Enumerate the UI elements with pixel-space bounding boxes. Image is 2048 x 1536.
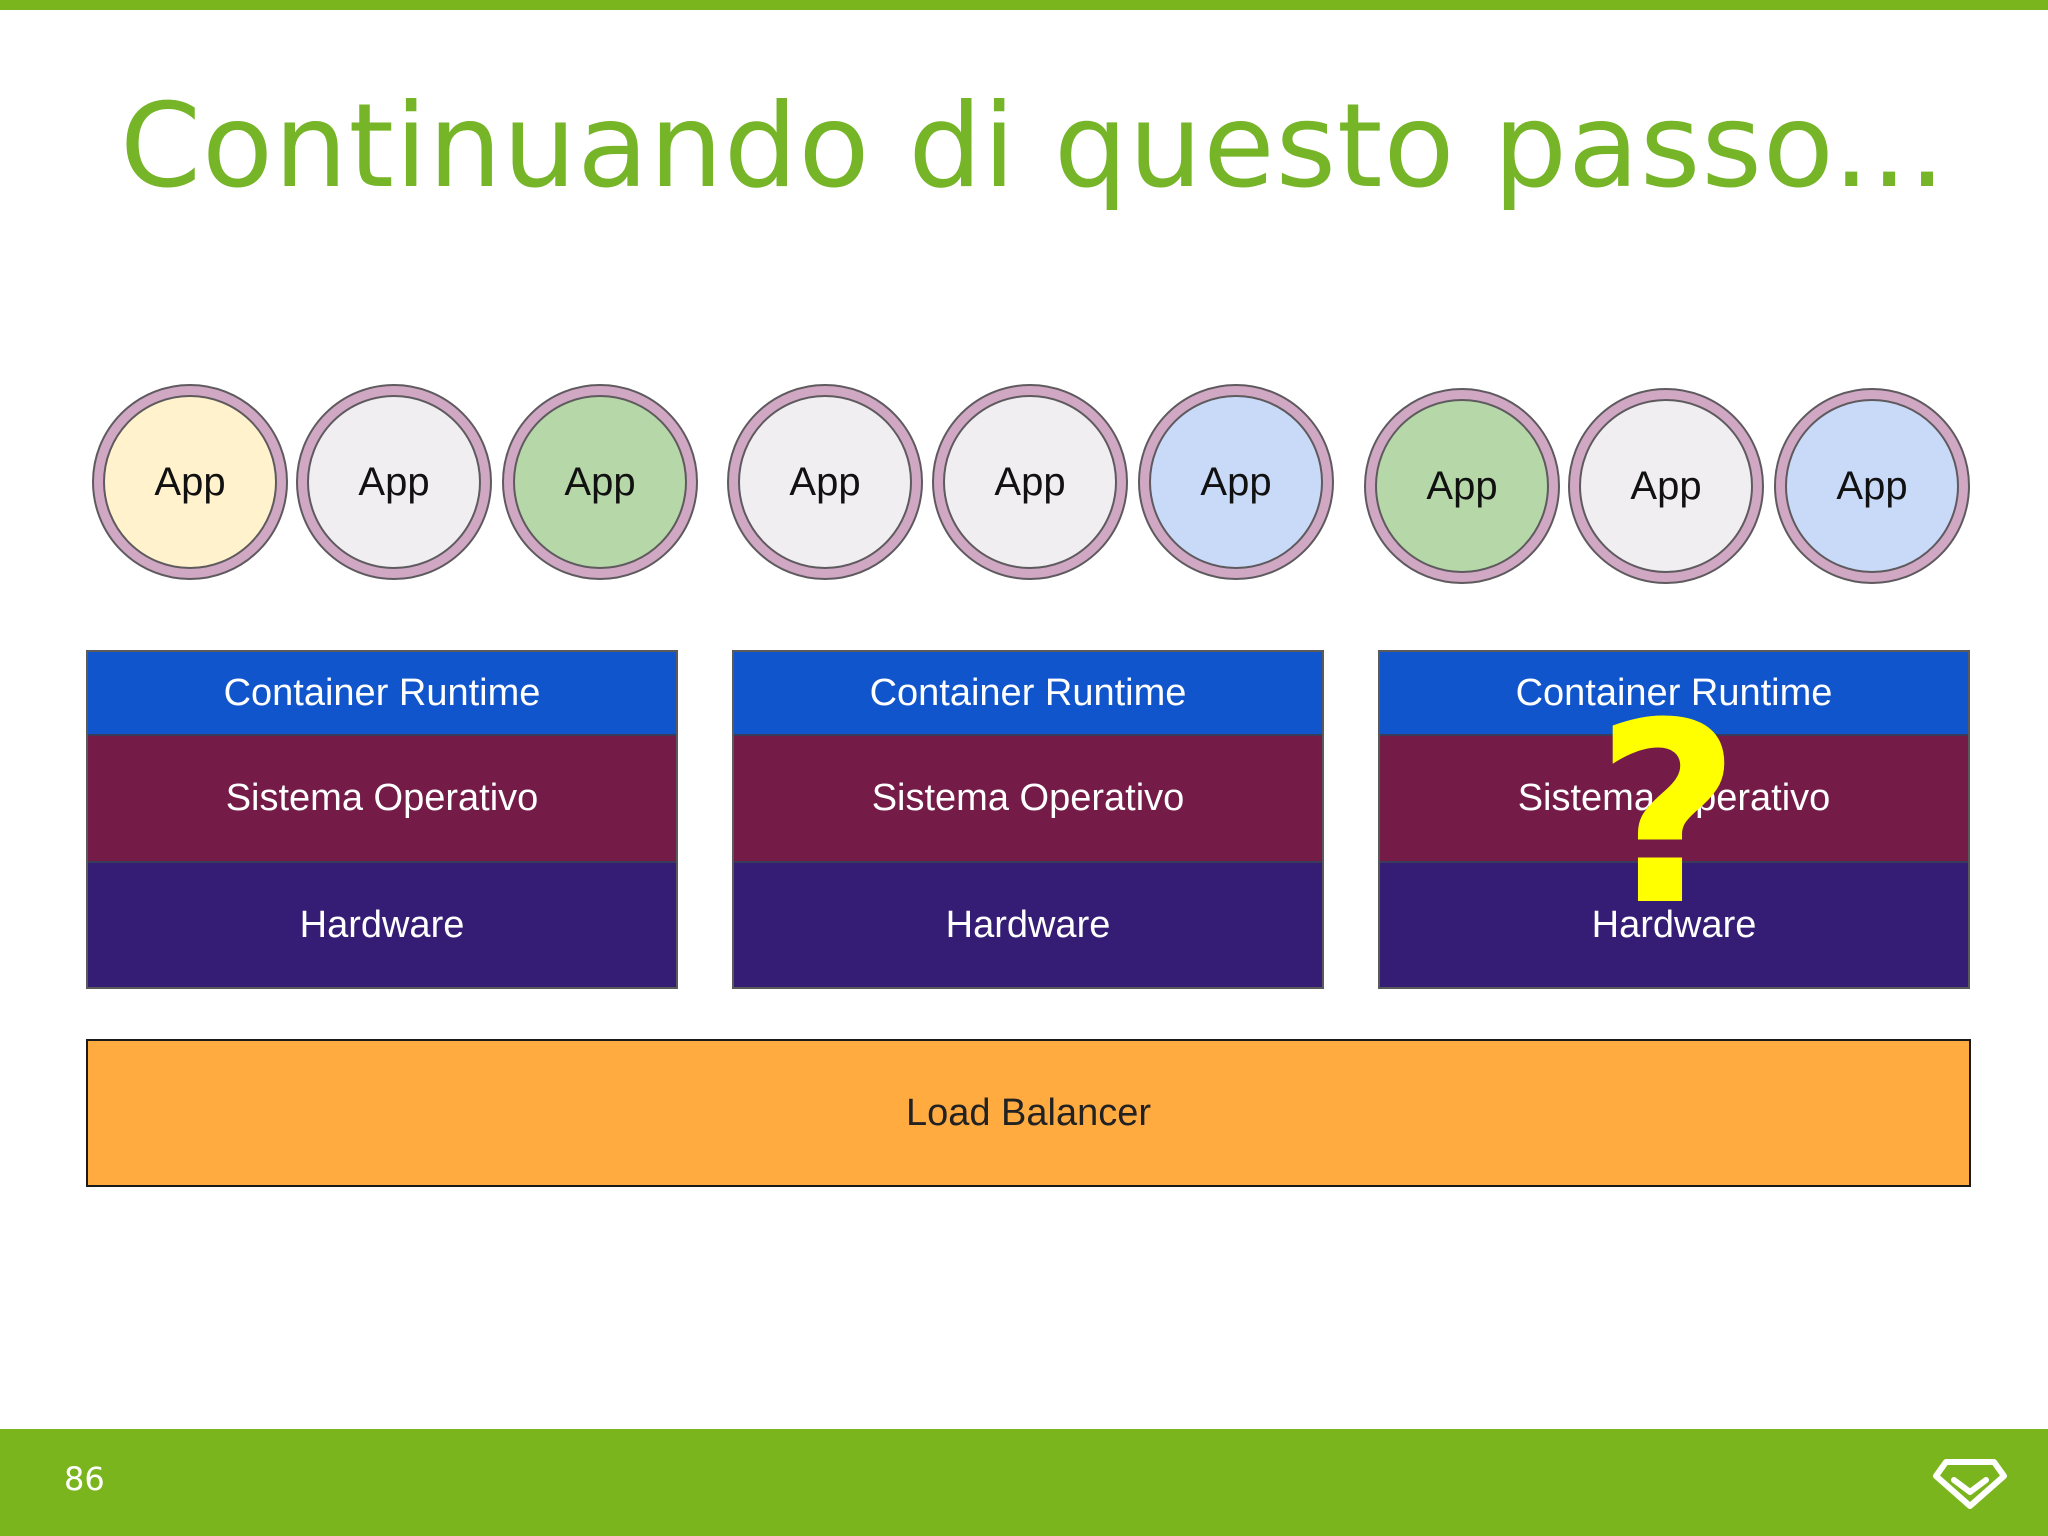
app-label: App (1426, 463, 1498, 508)
server-stack-1: Container Runtime Sistema Operativo Hard… (86, 650, 678, 989)
app-circle: App (92, 384, 288, 580)
container-runtime-layer: Container Runtime (1380, 652, 1968, 736)
app-circle: App (502, 384, 698, 580)
hardware-layer: Hardware (1380, 863, 1968, 987)
app-inner: App (307, 395, 481, 569)
app-inner: App (1579, 399, 1753, 573)
app-inner: App (103, 395, 277, 569)
app-label: App (154, 459, 226, 504)
app-circle: App (296, 384, 492, 580)
operating-system-layer: Sistema Operativo (734, 736, 1322, 863)
app-circle: App (727, 384, 923, 580)
app-label: App (564, 459, 636, 504)
app-label: App (1200, 459, 1272, 504)
app-label: App (1836, 463, 1908, 508)
app-label: App (789, 459, 861, 504)
app-inner: App (943, 395, 1117, 569)
operating-system-layer: Sistema Operativo (88, 736, 676, 863)
container-runtime-layer: Container Runtime (734, 652, 1322, 736)
app-label: App (1630, 463, 1702, 508)
app-circle: App (1138, 384, 1334, 580)
hardware-layer: Hardware (734, 863, 1322, 987)
app-circle: App (1774, 388, 1970, 584)
diamond-logo-icon (1933, 1459, 2007, 1509)
top-accent-bar (0, 0, 2048, 10)
operating-system-layer: Sistema Operativo (1380, 736, 1968, 863)
footer-bar (0, 1429, 2048, 1536)
app-circle: App (1568, 388, 1764, 584)
server-stack-2: Container Runtime Sistema Operativo Hard… (732, 650, 1324, 989)
container-runtime-layer: Container Runtime (88, 652, 676, 736)
question-mark: ? (1595, 669, 1741, 960)
app-inner: App (1785, 399, 1959, 573)
load-balancer-label: Load Balancer (905, 1091, 1152, 1134)
app-label: App (994, 459, 1066, 504)
slide-title: Continuando di questo passo... (120, 79, 1947, 214)
load-balancer: Load Balancer (86, 1039, 1971, 1187)
app-label: App (358, 459, 430, 504)
app-inner: App (1375, 399, 1549, 573)
app-inner: App (513, 395, 687, 569)
hardware-layer: Hardware (88, 863, 676, 987)
app-inner: App (738, 395, 912, 569)
app-circle: App (1364, 388, 1560, 584)
page-number: 86 (64, 1460, 105, 1498)
app-circle: App (932, 384, 1128, 580)
server-stack-3: Container Runtime Sistema Operativo Hard… (1378, 650, 1970, 989)
app-inner: App (1149, 395, 1323, 569)
